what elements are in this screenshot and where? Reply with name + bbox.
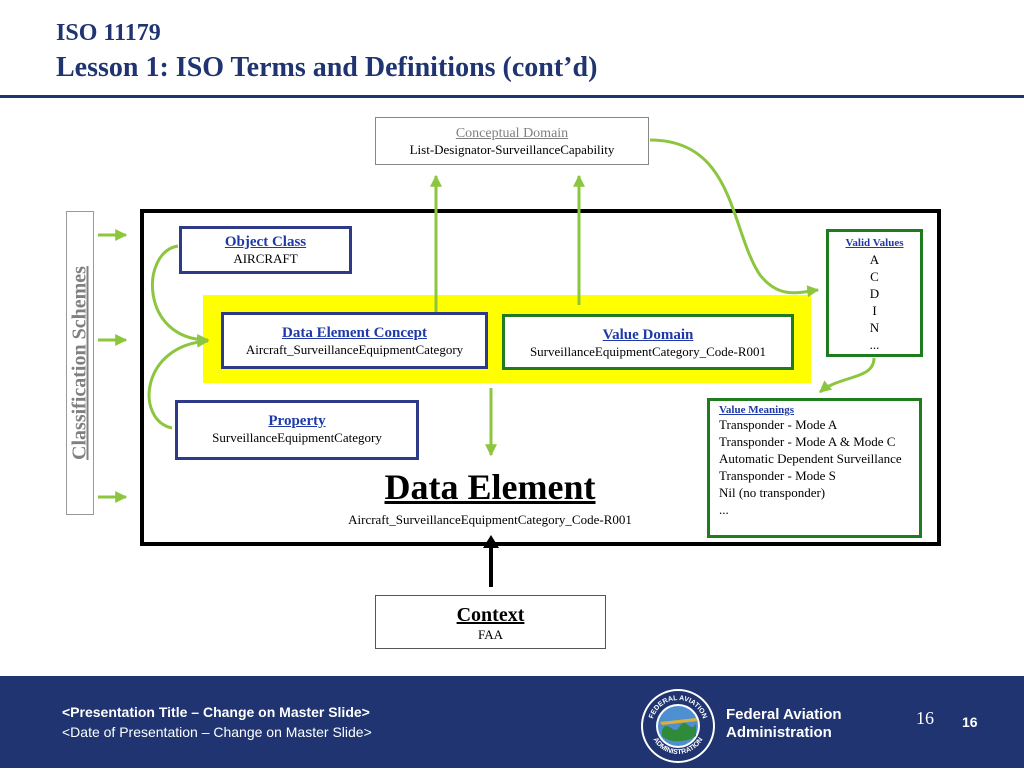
property-box: Property SurveillanceEquipmentCategory [175, 400, 419, 460]
value-domain-label: Value Domain [602, 327, 694, 343]
conceptual-domain-box: Conceptual Domain List-Designator-Survei… [375, 117, 649, 165]
valid-value-item: A [869, 252, 880, 267]
object-class-box: Object Class AIRCRAFT [179, 226, 352, 274]
property-value: SurveillanceEquipmentCategory [212, 430, 382, 445]
valid-value-item: D [869, 286, 880, 301]
context-label: Context [456, 604, 525, 626]
context-box: Context FAA [375, 595, 606, 649]
valid-value-item: C [870, 269, 879, 284]
data-element-frame [140, 209, 941, 546]
value-meaning-item: ... [719, 502, 729, 517]
footer-org-line2: Administration [726, 724, 832, 741]
slide-number: 16 [962, 714, 978, 730]
slide-number-placeholder: 16 [916, 708, 934, 728]
valid-values-box: Valid Values A C D I N ... [826, 229, 923, 357]
conceptual-domain-label: Conceptual Domain [455, 126, 569, 141]
classification-schemes-box: Classification Schemes [66, 211, 94, 515]
value-meaning-item: Transponder - Mode A [719, 417, 838, 432]
value-meanings-box: Value Meanings Transponder - Mode A Tran… [707, 398, 922, 538]
value-meaning-item: Automatic Dependent Surveillance [719, 451, 902, 466]
footer-bar [0, 676, 1024, 768]
value-meaning-item: Transponder - Mode A & Mode C [719, 434, 896, 449]
footer-org-line1: Federal Aviation [726, 706, 842, 723]
valid-value-item: ... [869, 337, 880, 352]
slide-title-line2: Lesson 1: ISO Terms and Definitions (con… [56, 52, 598, 83]
faa-seal-logo: FEDERAL AVIATION ADMINISTRATION [640, 688, 716, 764]
slide-title-line1: ISO 11179 [56, 20, 161, 46]
data-element-concept-box: Data Element Concept Aircraft_Surveillan… [221, 312, 488, 369]
property-label: Property [268, 413, 326, 429]
valid-value-item: I [872, 303, 877, 318]
object-class-value: AIRCRAFT [233, 251, 298, 266]
data-element-value: Aircraft_SurveillanceEquipmentCategory_C… [348, 512, 632, 527]
data-element-concept-label: Data Element Concept [282, 325, 427, 341]
value-meanings-label: Value Meanings [719, 404, 795, 416]
valid-value-item: N [869, 320, 880, 335]
footer-presentation-date: <Date of Presentation – Change on Master… [62, 724, 372, 740]
conceptual-domain-value: List-Designator-SurveillanceCapability [409, 142, 615, 157]
data-element-title: Data Element [384, 467, 596, 507]
valid-values-label: Valid Values [845, 237, 904, 249]
value-meaning-item: Transponder - Mode S [719, 468, 836, 483]
value-domain-box: Value Domain SurveillanceEquipmentCatego… [502, 314, 794, 370]
value-domain-value: SurveillanceEquipmentCategory_Code-R001 [529, 344, 767, 359]
value-meaning-item: Nil (no transponder) [719, 485, 826, 500]
context-value: FAA [477, 627, 504, 642]
classification-schemes-label: Classification Schemes [68, 266, 91, 460]
footer-presentation-title: <Presentation Title – Change on Master S… [62, 704, 370, 720]
title-divider [0, 95, 1024, 98]
data-element-concept-value: Aircraft_SurveillanceEquipmentCategory [245, 342, 464, 357]
object-class-label: Object Class [224, 234, 307, 250]
